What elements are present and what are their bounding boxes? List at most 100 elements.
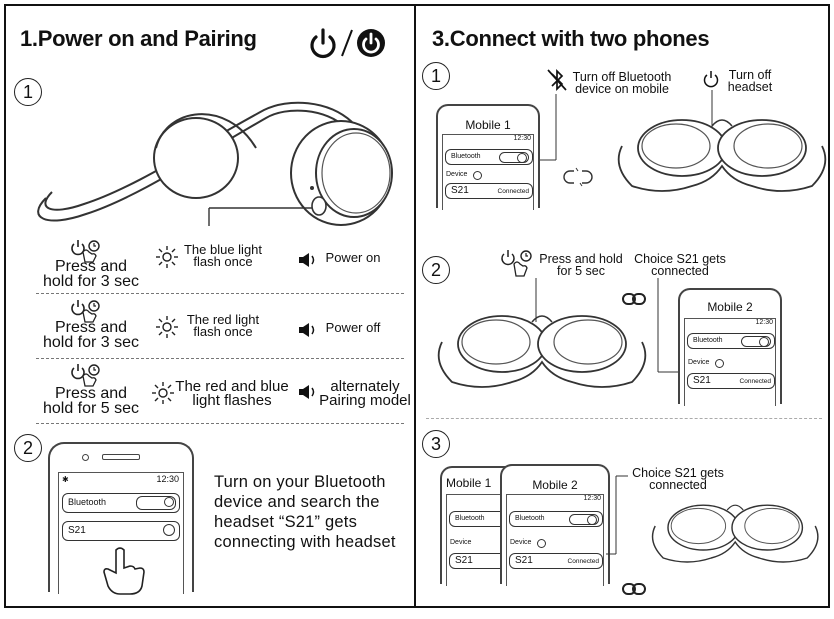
speaker-icon [299, 323, 315, 337]
section-title-two-phones: 3.Connect with two phones [432, 26, 710, 51]
mobile1-phone: Mobile 1 12:30 Bluetooth Device S21 Conn… [436, 104, 540, 210]
bluetooth-setting-row[interactable]: Bluetooth [445, 149, 533, 165]
device-s21-row[interactable]: S21 Connected [445, 183, 533, 199]
mobile2-title: Mobile 2 [707, 300, 753, 314]
headset-illustration [617, 119, 827, 192]
bluetooth-setting-row[interactable]: Bluetooth [62, 493, 180, 513]
bluetooth-setting-row[interactable]: Bluetooth [687, 333, 775, 349]
mobile1-title: Mobile 1 [446, 476, 492, 490]
light-flash-icon [156, 246, 178, 268]
status-bar-time: 12:30 [583, 495, 601, 502]
row2-action-label: Press and hold for 3 sec [42, 319, 140, 352]
device-section-label: Device [510, 539, 532, 546]
row3-light-label: The red and blue light flashes [175, 378, 289, 410]
status-bar-time: 12:30 [513, 135, 531, 142]
press-hand-icon [71, 240, 100, 263]
press-hold-5sec-label: Press and hold for 5 sec [539, 252, 623, 278]
bluetooth-toggle[interactable] [136, 496, 176, 510]
link-icon [622, 293, 646, 305]
press-hand-icon [103, 547, 145, 595]
mobile2-screen: 12:30 Bluetooth Device S21 Connected [684, 318, 776, 406]
choice-s21-label: Choice S21 gets connected [632, 466, 724, 492]
press-hand-icon [71, 364, 100, 387]
callout-lines [606, 475, 628, 555]
row-divider [36, 358, 404, 359]
device-radio [715, 359, 724, 368]
power-icon [703, 71, 719, 88]
device-select-indicator [163, 524, 175, 536]
row1-action-label: Press and hold for 3 sec [42, 258, 140, 291]
press-hand-icon [501, 250, 532, 277]
bluetooth-status-icon: ✱ [62, 475, 69, 484]
bluetooth-off-icon [547, 68, 567, 92]
connection-status: Connected [497, 188, 529, 195]
row3-action-label: Press and hold for 5 sec [42, 385, 140, 418]
row-divider [36, 293, 404, 294]
device-section-label: Device [688, 359, 710, 366]
choice-s21-label: Choice S21 gets connected [634, 252, 726, 278]
device-name: S21 [451, 185, 469, 196]
device-radio [473, 171, 482, 180]
bluetooth-setting-row[interactable]: Bluetooth [509, 511, 603, 527]
mobile2-title: Mobile 2 [532, 478, 578, 492]
two-phones-panel: 3.Connect with two phones 1 Turn off Blu… [416, 4, 830, 608]
bluetooth-setting-label: Bluetooth [693, 337, 723, 344]
power-icon [310, 28, 336, 59]
section-title-power-pairing: 1.Power on and Pairing [20, 26, 257, 51]
step-number-1: 1 [14, 78, 42, 106]
headset-illustration [437, 315, 647, 388]
device-section-label: Device [450, 539, 472, 546]
mobile2-phone: Mobile 2 12:30 Bluetooth Device S21 Conn… [678, 288, 782, 406]
connection-status: Connected [739, 378, 771, 385]
step-number-2: 2 [14, 434, 42, 462]
mobile2-screen: 12:30 Bluetooth Device S21 Connected [506, 494, 604, 586]
status-bar-time: 12:30 [156, 474, 179, 484]
press-hand-icon [71, 300, 100, 323]
light-flash-icon [152, 382, 174, 404]
device-s21-row[interactable]: S21 [62, 521, 180, 541]
power-pairing-panel: 1.Power on and Pairing 1 Press and hold … [4, 4, 416, 608]
speaker-icon [299, 253, 315, 267]
row1-sound-label: Power on [325, 250, 381, 265]
device-name: S21 [515, 555, 533, 566]
phone-speaker [102, 454, 140, 460]
device-name: S21 [455, 555, 473, 566]
device-radio [537, 539, 546, 548]
link-icon [622, 583, 646, 595]
unlink-icon [563, 167, 593, 187]
device-name: S21 [693, 375, 711, 386]
device-s21-row[interactable]: S21 Connected [509, 553, 603, 569]
headset-illustration [651, 504, 819, 563]
bluetooth-setting-label: Bluetooth [451, 153, 481, 160]
speaker-icon [299, 385, 315, 399]
bluetooth-setting-label: Bluetooth [68, 497, 107, 507]
mobile1-screen: 12:30 Bluetooth Device S21 Connected [442, 134, 534, 210]
device-name: S21 [68, 525, 86, 536]
mobile2-phone-front: Mobile 2 12:30 Bluetooth Device S21 Conn… [500, 464, 610, 586]
headset-illustration [37, 101, 393, 226]
row2-light-label: The red light flash once [186, 312, 260, 340]
step-number-3: 3 [422, 430, 450, 458]
slash-divider-icon [341, 29, 353, 57]
bluetooth-toggle[interactable] [569, 514, 599, 525]
turn-off-headset-label: Turn off headset [727, 68, 773, 94]
row1-light-label: The blue light flash once [183, 242, 263, 270]
step-number-2: 2 [422, 256, 450, 284]
status-bar-time: 12:30 [755, 319, 773, 326]
device-s21-row[interactable]: S21 Connected [687, 373, 775, 389]
row3-sound-label: alternately Pairing model [319, 378, 411, 410]
mobile1-title: Mobile 1 [465, 118, 511, 132]
step-number-1: 1 [422, 62, 450, 90]
pairing-instruction-text: Turn on your Bluetooth device and search… [214, 473, 396, 552]
bluetooth-toggle[interactable] [499, 152, 529, 163]
bluetooth-setting-label: Bluetooth [515, 515, 545, 522]
phone-camera [82, 454, 89, 461]
connection-status: Connected [567, 558, 599, 565]
light-flash-icon [156, 316, 178, 338]
step-divider [426, 418, 822, 419]
turn-off-bluetooth-label: Turn off Bluetooth device on mobile [572, 70, 672, 96]
power-button-icon [357, 29, 385, 57]
device-section-label: Device [446, 171, 468, 178]
row2-sound-label: Power off [325, 320, 381, 335]
bluetooth-toggle[interactable] [741, 336, 771, 347]
